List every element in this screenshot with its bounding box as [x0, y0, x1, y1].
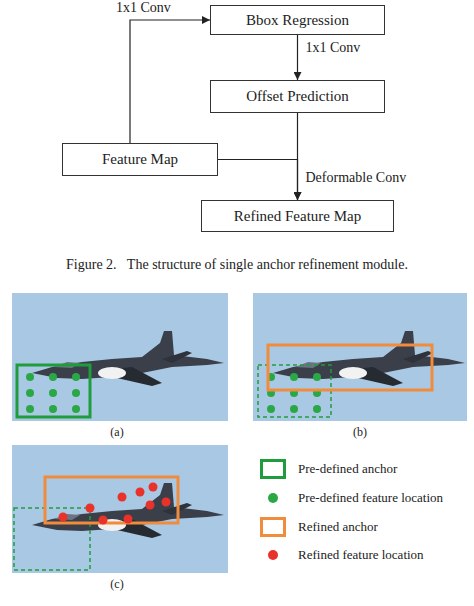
process-box: Feature Map	[62, 143, 218, 176]
process-box: Refined Feature Map	[201, 200, 394, 232]
airplane	[32, 331, 224, 386]
airplane	[32, 483, 224, 538]
connector-arrow	[218, 160, 298, 201]
swatch-rect	[260, 459, 286, 479]
swatch-rect	[260, 517, 286, 537]
sky-background	[253, 293, 467, 421]
legend-swatch	[258, 516, 288, 538]
legend-item: Refined anchor	[258, 516, 378, 538]
legend-text: Refined anchor	[298, 519, 378, 535]
legend-item: Pre-defined feature location	[258, 487, 443, 509]
photo-panel	[12, 445, 228, 573]
legend-swatch	[258, 544, 288, 566]
edge-label: Deformable Conv	[306, 170, 407, 186]
photo-panel	[12, 293, 228, 421]
legend-text: Refined feature location	[298, 547, 424, 563]
feature-dots	[267, 373, 321, 413]
box-label: Refined Feature Map	[234, 208, 361, 225]
swatch-dot	[268, 493, 278, 503]
box-label: Offset Prediction	[246, 88, 349, 105]
process-box: Offset Prediction	[210, 80, 385, 113]
legend-text: Pre-defined feature location	[298, 490, 443, 506]
feature-dots	[26, 373, 80, 413]
legend-text: Pre-defined anchor	[298, 461, 397, 477]
swatch-dot	[268, 550, 278, 560]
panel-label: (b)	[353, 425, 367, 440]
figure-caption: Figure 2. The structure of single anchor…	[0, 257, 474, 273]
sky-background	[12, 293, 228, 421]
airplane	[273, 331, 465, 386]
legend-item: Pre-defined anchor	[258, 458, 397, 480]
sky-background	[12, 445, 228, 573]
anchor-box	[14, 508, 90, 570]
refined-anchor-box	[45, 477, 178, 523]
anchor-box	[17, 365, 90, 417]
box-label: Bbox Regression	[246, 12, 349, 29]
photo-panel	[253, 293, 467, 421]
panel-label: (c)	[110, 577, 123, 592]
panel-label: (a)	[110, 425, 123, 440]
connector-arrow	[130, 20, 210, 143]
edge-label: 1x1 Conv	[116, 0, 171, 16]
refined-anchor-box	[268, 345, 432, 390]
box-label: Feature Map	[102, 151, 178, 168]
legend-swatch	[258, 458, 288, 480]
edge-label: 1x1 Conv	[306, 40, 361, 56]
refined-dots	[59, 483, 171, 525]
connector-arrow	[297, 35, 298, 80]
legend-swatch	[258, 487, 288, 509]
legend-item: Refined feature location	[258, 544, 424, 566]
process-box: Bbox Regression	[210, 5, 385, 35]
